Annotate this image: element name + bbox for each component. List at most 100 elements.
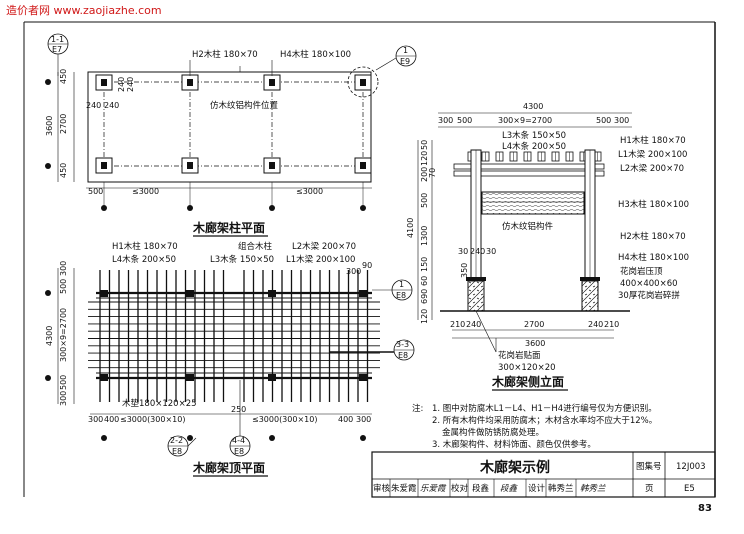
- roof-label-combo: 组合木柱: [238, 241, 273, 252]
- elev-label-h3: H3木柱 180×100: [618, 199, 689, 210]
- roof-label-h1: H1木柱 180×70: [112, 241, 178, 252]
- elev-dim-240: 240: [470, 247, 485, 256]
- plan-dim-240d: 240: [104, 101, 119, 110]
- ref-bubble-e7: 1-1 E7: [47, 33, 69, 76]
- elev-dim-240a: 240: [466, 320, 481, 329]
- ref-bubble-e8-2: 2-2 E8: [167, 435, 197, 457]
- elev-dim-2700: 2700: [524, 320, 544, 329]
- elev-dim-150: 150: [420, 257, 429, 272]
- elev-dim-350: 350: [460, 263, 469, 278]
- ref-e8c-top: 2-2: [170, 436, 183, 445]
- elev-label-pattern: 仿木纹铝构件: [502, 221, 554, 232]
- side-elevation: [417, 112, 632, 353]
- elev-label-cap2: 400×400×60: [620, 279, 678, 289]
- plan-dim-3000a: ≤3000: [132, 187, 159, 196]
- elev-label-l1: L1木梁 200×100: [618, 149, 687, 160]
- roof-dim-300x9: 300×9=2700: [59, 308, 68, 362]
- elev-dim-60: 60: [420, 276, 429, 286]
- elev-dim-210a: 210: [450, 320, 465, 329]
- plan-column: [181, 74, 199, 91]
- ref-e9-top: 1: [403, 46, 408, 55]
- ref-bubble-e8-3: 3-3 E8: [330, 339, 415, 361]
- designer-name: 韩秀兰: [548, 483, 574, 494]
- designer-signature: 韩秀兰: [580, 483, 607, 494]
- elev-dim-500b: 500: [596, 116, 611, 125]
- elev-label-l2: L2木梁 200×70: [620, 163, 684, 174]
- roof-label-pad: 木垫180×120×25: [122, 398, 197, 409]
- plan-dim-450b: 450: [59, 163, 68, 178]
- roof-dim-500b: 500: [59, 375, 68, 390]
- elev-dim-30b: 30: [486, 247, 496, 256]
- roof-label-l1: L1木梁 200×100: [286, 254, 355, 265]
- elev-dim-4300: 4300: [523, 102, 543, 111]
- plan-dim-3000b: ≤3000: [296, 187, 323, 196]
- note-1: 1. 图中对防腐木L1－L4、H1－H4进行编号仅为方便识别。: [432, 403, 657, 414]
- plan-dim-2700: 2700: [59, 114, 68, 134]
- plan-dim-240c: 240: [86, 101, 101, 110]
- plan-title: 木廊架柱平面: [192, 220, 265, 235]
- elev-label-h1: H1木柱 180×70: [620, 135, 686, 146]
- elev-dim-500: 500: [420, 193, 429, 208]
- plan-label-pattern: 仿木纹铝构件位置: [210, 100, 279, 111]
- roof-dim-bottom-400a: 400: [104, 415, 119, 424]
- elev-dim-500a: 500: [457, 116, 472, 125]
- elev-dim-210b: 210: [604, 320, 619, 329]
- elev-label-paste2: 300×120×20: [498, 363, 556, 373]
- elev-dim-300x9: 300×9=2700: [498, 116, 552, 125]
- note-3: 3. 木廊架构件、材料饰面、颜色仅供参考。: [432, 439, 596, 450]
- plan-column: [95, 157, 113, 174]
- roof-title: 木廊架顶平面: [192, 460, 265, 475]
- roof-dim-bottom-250: 250: [231, 405, 246, 414]
- ref-e9-bottom: E9: [400, 57, 410, 66]
- plan-label-h4: H4木柱 180×100: [280, 49, 351, 60]
- ref-bubble-e8-4: 4-4 E8: [229, 380, 251, 457]
- roof-dim-bottom-span1: ≤3000(300×10): [120, 415, 185, 424]
- roof-dim-300a: 300: [59, 261, 68, 276]
- reviewer-signature: 乐爱霞: [420, 483, 447, 494]
- elev-dim-300a: 300: [438, 116, 453, 125]
- elev-dim-120b: 120: [420, 309, 429, 324]
- plan-dim-450a: 450: [59, 69, 68, 84]
- roof-dim-bottom-400b: 400: [338, 415, 353, 424]
- page-code: E5: [684, 484, 695, 494]
- ref-e8b-top: 3-3: [396, 340, 409, 349]
- elev-dim-300b: 300: [614, 116, 629, 125]
- elev-label-paste1: 花岗岩贴面: [498, 350, 541, 361]
- plan-dim-240b: 240: [126, 77, 135, 92]
- column-plan: [45, 66, 379, 211]
- elev-dim-200: 200: [420, 167, 429, 182]
- elev-dim-120: 120: [420, 151, 429, 166]
- checker-name: 段鑫: [472, 483, 490, 494]
- plan-column: [263, 74, 281, 91]
- ref-e7-top: 1-1: [51, 35, 64, 44]
- elev-title: 木廊架侧立面: [491, 374, 564, 389]
- elev-dim-4100: 4100: [406, 218, 415, 238]
- elev-label-cap1: 花岗岩压顶: [620, 266, 663, 277]
- elev-dim-50: 50: [420, 140, 429, 150]
- plan-column: [95, 74, 113, 91]
- roof-dim-300-90: 300: [346, 267, 361, 276]
- ref-e8a-bottom: E8: [396, 291, 406, 300]
- ref-e8d-top: 4-4: [232, 436, 245, 445]
- title-block: [371, 451, 716, 498]
- plan-column: [354, 74, 372, 91]
- plan-dim-500: 500: [88, 187, 103, 196]
- plan-column: [354, 157, 372, 174]
- plan-dim-240a: 240: [117, 77, 126, 92]
- roof-dim-bottom-300b: 300: [356, 415, 371, 424]
- note-2b: 金属构件做防锈防腐处理。: [442, 427, 544, 438]
- roof-dim-bottom-span2: ≤3000(300×10): [252, 415, 317, 424]
- roof-label-l2: L2木梁 200×70: [292, 241, 356, 252]
- plan-label-h2: H2木柱 180×70: [192, 49, 258, 60]
- reviewer-name: 朱爱霞: [391, 483, 417, 494]
- elev-label-l4: L4木条 200×50: [502, 141, 566, 152]
- plan-dim-3600: 3600: [45, 116, 54, 136]
- ref-bubble-e9: 1 E9: [375, 45, 417, 71]
- review-label: 审核: [373, 483, 391, 494]
- note-2: 2. 所有木构件均采用防腐木；木材含水率均不应大于12%。: [432, 415, 657, 426]
- ref-e8a-top: 1: [399, 280, 404, 289]
- elev-label-cap3: 30厚花岗岩碎拼: [618, 290, 680, 301]
- plan-column: [181, 157, 199, 174]
- check-label: 校对: [451, 483, 469, 494]
- roof-dim-90: 90: [362, 261, 372, 270]
